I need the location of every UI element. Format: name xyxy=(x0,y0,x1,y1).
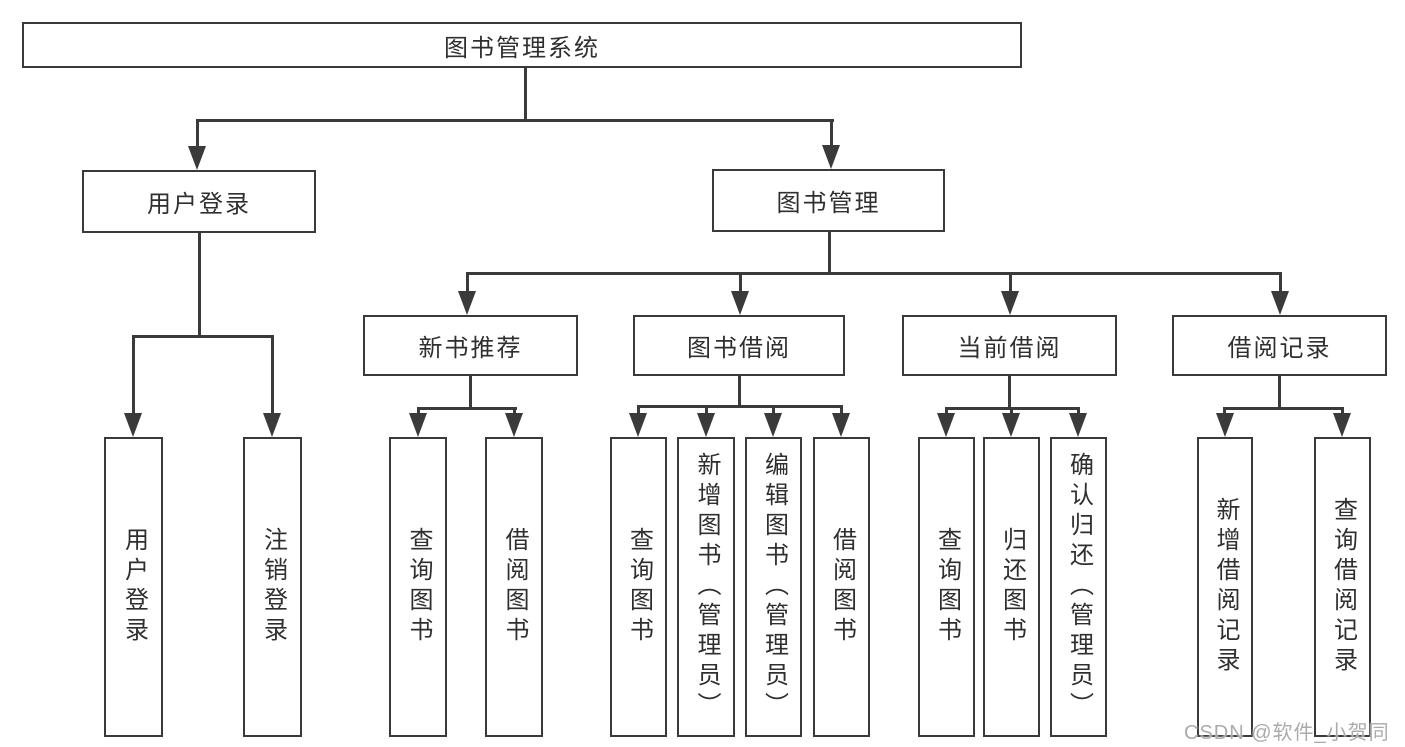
connector-line xyxy=(1010,407,1013,416)
connector-line xyxy=(196,119,199,149)
arrowhead-down-icon xyxy=(409,413,427,437)
connector-line xyxy=(1008,376,1011,409)
arrowhead-down-icon xyxy=(937,413,955,437)
connector-line xyxy=(830,119,833,148)
connector-line xyxy=(513,407,516,416)
leaf-search-borrow-record: 查询借阅记录 xyxy=(1314,437,1371,737)
connector-line xyxy=(1077,407,1080,416)
connector-line xyxy=(945,407,948,416)
connector-line xyxy=(1279,272,1282,294)
connector-line xyxy=(466,272,469,294)
arrowhead-down-icon xyxy=(505,413,523,437)
connector-line xyxy=(739,272,742,294)
connector-line xyxy=(132,335,274,338)
leaf-user-login: 用户登录 xyxy=(104,437,163,737)
leaf-confirm-return-admin: 确认归还（管理员） xyxy=(1050,437,1107,737)
node-book-management: 图书管理 xyxy=(712,169,945,232)
leaf-add-borrow-record: 新增借阅记录 xyxy=(1197,437,1253,737)
connector-line xyxy=(1278,376,1281,409)
arrowhead-down-icon xyxy=(1069,413,1087,437)
connector-line xyxy=(772,405,775,416)
connector-line xyxy=(469,376,472,409)
leaf-label: 编辑图书（管理员） xyxy=(760,452,788,722)
arrowhead-down-icon xyxy=(764,413,782,437)
arrowhead-down-icon xyxy=(1001,291,1019,315)
leaf-borrow-books-borrow: 借阅图书 xyxy=(813,437,870,737)
node-book-borrowing: 图书借阅 xyxy=(633,315,845,376)
connector-line xyxy=(1009,272,1012,294)
connector-line xyxy=(705,405,708,416)
arrowhead-down-icon xyxy=(1216,413,1234,437)
connector-line xyxy=(1223,407,1344,410)
arrowhead-down-icon xyxy=(1333,413,1351,437)
arrowhead-down-icon xyxy=(731,291,749,315)
connector-line xyxy=(1223,407,1226,416)
leaf-label: 借阅图书 xyxy=(501,527,528,647)
connector-line xyxy=(1341,407,1344,416)
arrowhead-down-icon xyxy=(188,146,206,170)
leaf-return-books: 归还图书 xyxy=(983,437,1040,737)
leaf-borrow-books-recommend: 借阅图书 xyxy=(485,437,543,737)
node-borrowing-records: 借阅记录 xyxy=(1172,315,1387,376)
leaf-label: 借阅图书 xyxy=(828,527,856,647)
leaf-add-books-admin: 新增图书（管理员） xyxy=(677,437,735,737)
leaf-search-books-current: 查询图书 xyxy=(918,437,975,737)
leaf-edit-books-admin: 编辑图书（管理员） xyxy=(745,437,802,737)
leaf-label: 注销登录 xyxy=(259,527,287,647)
node-user-login: 用户登录 xyxy=(82,170,316,233)
node-new-book-recommendation: 新书推荐 xyxy=(363,315,578,376)
connector-line xyxy=(198,233,201,338)
connector-line xyxy=(840,405,843,416)
connector-line xyxy=(738,376,741,407)
node-current-borrowing: 当前借阅 xyxy=(902,315,1117,376)
arrowhead-down-icon xyxy=(1002,413,1020,437)
connector-line xyxy=(466,272,1282,275)
leaf-label: 确认归还（管理员） xyxy=(1065,452,1093,722)
node-root: 图书管理系统 xyxy=(22,22,1022,68)
connector-line xyxy=(637,405,640,416)
arrowhead-down-icon xyxy=(822,145,840,169)
leaf-label: 查询借阅记录 xyxy=(1329,497,1357,677)
connector-line xyxy=(132,335,135,416)
leaf-label: 查询图书 xyxy=(625,527,653,647)
connector-line xyxy=(271,335,274,416)
leaf-label: 新增借阅记录 xyxy=(1212,497,1239,677)
connector-line xyxy=(524,68,527,121)
connector-line xyxy=(637,405,843,408)
leaf-search-books-recommend: 查询图书 xyxy=(389,437,447,737)
leaf-search-books-borrow: 查询图书 xyxy=(610,437,667,737)
leaf-logout-login: 注销登录 xyxy=(243,437,302,737)
csdn-watermark: CSDN @软件_小贺同学 xyxy=(1184,722,1390,744)
leaf-label: 用户登录 xyxy=(120,527,148,647)
leaf-label: 归还图书 xyxy=(998,527,1026,647)
arrowhead-down-icon xyxy=(263,413,281,437)
connector-line xyxy=(828,232,831,274)
arrowhead-down-icon xyxy=(629,413,647,437)
leaf-label: 查询图书 xyxy=(405,527,432,647)
connector-line xyxy=(417,407,517,410)
leaf-label: 查询图书 xyxy=(933,527,961,647)
arrowhead-down-icon xyxy=(832,413,850,437)
connector-line xyxy=(196,119,834,122)
arrowhead-down-icon xyxy=(697,413,715,437)
connector-line xyxy=(417,407,420,416)
leaf-label: 新增图书（管理员） xyxy=(693,452,720,722)
arrowhead-down-icon xyxy=(124,413,142,437)
arrowhead-down-icon xyxy=(458,291,476,315)
arrowhead-down-icon xyxy=(1271,291,1289,315)
